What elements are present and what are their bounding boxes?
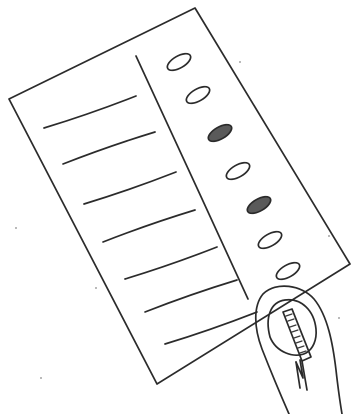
answer-line (165, 312, 257, 344)
answer-line (63, 132, 155, 164)
empty-bubble (274, 259, 303, 282)
filled-bubble (206, 121, 235, 144)
answer-line (103, 210, 195, 242)
answer-line (125, 247, 217, 279)
answer-line (84, 172, 176, 204)
empty-bubble (184, 83, 213, 106)
pencil-icon (283, 309, 311, 390)
empty-bubble (165, 50, 194, 73)
empty-bubble (256, 228, 285, 251)
thumbnail (268, 300, 316, 355)
answer-line (44, 96, 136, 128)
thumb-icon (256, 286, 342, 414)
filled-bubble (245, 193, 274, 216)
answer-bubbles (165, 50, 303, 282)
empty-bubble (224, 159, 253, 182)
answer-line (145, 280, 237, 312)
hand-with-pencil (256, 286, 342, 414)
